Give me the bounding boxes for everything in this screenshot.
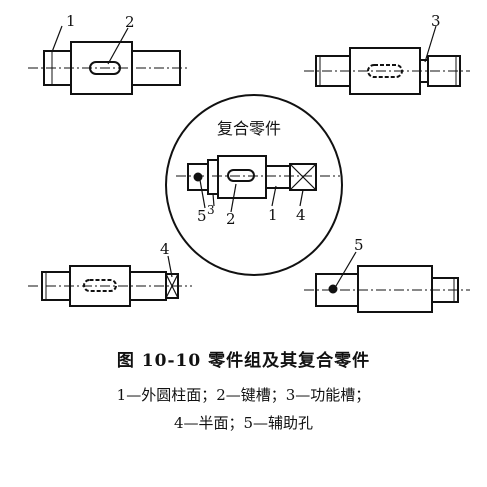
composite-part (165, 94, 343, 276)
callout-2: 2 (125, 13, 135, 31)
part-3-half-face (28, 255, 192, 307)
part-1-outer-cylinder (28, 25, 190, 95)
callout-leader (230, 183, 237, 213)
callout-leader (167, 255, 173, 278)
callout-4: 4 (296, 206, 306, 224)
callout-leader (271, 185, 277, 207)
callout-4: 4 (160, 240, 170, 258)
callout-leader (299, 189, 304, 207)
callout-leader (199, 179, 206, 209)
callout-1: 1 (268, 206, 278, 224)
keyway-slot (89, 61, 121, 75)
keyway-slot (227, 169, 255, 182)
figure-title: 图 10-10 零件组及其复合零件 (116, 351, 371, 371)
callout-leader (424, 25, 437, 63)
auxiliary-hole (328, 284, 338, 294)
part-2-functional-groove (304, 25, 470, 95)
callout-leader (107, 27, 129, 65)
callout-leader (335, 251, 357, 287)
callout-3: 3 (207, 203, 215, 217)
callout-2: 2 (226, 210, 236, 228)
callout-5: 5 (197, 207, 207, 225)
legend-line-2: 4—半面；5—辅助孔 (173, 414, 314, 432)
callout-leader (212, 193, 215, 207)
callout-1: 1 (66, 12, 76, 30)
composite-part-label: 复合零件 (217, 119, 281, 138)
callout-3: 3 (431, 12, 441, 30)
callout-5: 5 (354, 236, 364, 254)
auxiliary-hole (193, 172, 203, 182)
legend-line-1: 1—外圆柱面；2—键槽；3—功能槽； (116, 386, 371, 404)
part-4-auxiliary-hole (304, 251, 470, 313)
callout-leader (51, 25, 63, 53)
